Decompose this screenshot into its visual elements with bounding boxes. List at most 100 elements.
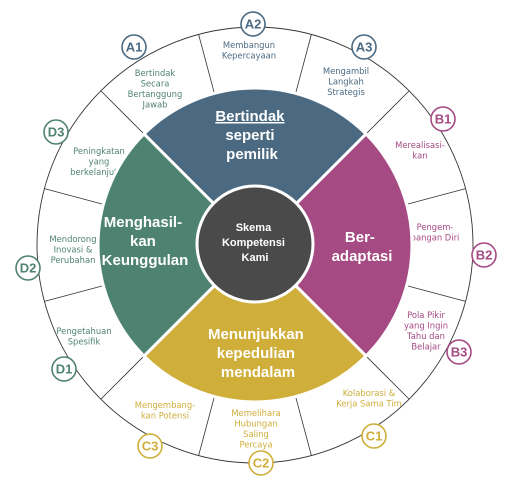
sub-competency-line: Spesifik — [68, 337, 101, 347]
center-circle — [195, 184, 315, 304]
quadrant-title-line: adaptasi — [332, 248, 393, 265]
badge-code: D3 — [48, 125, 65, 140]
quadrant-title-line: pemilik — [226, 146, 278, 163]
sub-competency-line: Kepercayaan — [222, 51, 276, 61]
badge-code: B1 — [435, 112, 452, 127]
quadrant-title-line: Ber- — [345, 229, 375, 246]
sub-competency-line: Jawab — [142, 100, 168, 110]
sub-competency-line: Mengambil — [323, 66, 369, 76]
center-title: Skema Kompetensi Kami — [222, 222, 288, 264]
quadrant-adapt — [252, 131, 414, 359]
ring-divider — [100, 352, 148, 400]
badge-b3: B3 — [446, 339, 472, 365]
ring-divider — [198, 392, 216, 456]
quadrant-title-line: seperti — [225, 127, 274, 144]
sub-competency-line: Belajar — [411, 342, 441, 352]
quadrant-show-deep-care — [141, 242, 369, 404]
badge-circle — [137, 433, 163, 459]
badge-circle — [361, 423, 387, 449]
sub-competency-b2: Pengem-bangan Diri — [411, 222, 460, 243]
ring-divider — [362, 352, 410, 400]
badge-b2: B2 — [471, 242, 497, 268]
badge-code: D1 — [56, 362, 73, 377]
sub-competency-line: Strategis — [327, 87, 365, 97]
badge-d1: D1 — [51, 356, 77, 382]
sub-competency-line: yang — [89, 157, 110, 167]
quadrant-deliver-excellence — [96, 131, 258, 359]
badge-d3: D3 — [43, 119, 69, 145]
badge-code: C2 — [253, 456, 270, 471]
center-title-line: Kami — [242, 252, 269, 264]
sub-competency-line: Membangun — [223, 40, 275, 50]
sub-competency-line: Inovasi & — [54, 245, 93, 255]
badge-circle — [121, 34, 147, 60]
ring-divider — [362, 90, 410, 138]
sub-competency-line: Pola Pikir — [407, 310, 445, 320]
ring-divider — [198, 34, 216, 98]
quadrant-title-line: Menghasil- — [104, 214, 182, 231]
badge-circle — [430, 106, 456, 132]
sub-competency-line: Pengem- — [417, 222, 454, 232]
badge-b1: B1 — [430, 106, 456, 132]
badge-code: D2 — [20, 261, 37, 276]
badge-circle — [43, 119, 69, 145]
sub-competency-line: Bertindak — [135, 68, 176, 78]
sub-competency-line: Kerja Sama Tim — [336, 399, 402, 409]
sub-competency-line: Perubahan — [51, 255, 96, 265]
sub-competency-line: Pengetahuan — [56, 326, 111, 336]
quadrant-title-act-like-owner: Bertindak seperti pemilik — [215, 108, 288, 163]
badge-code: A1 — [126, 40, 143, 55]
center-title-line: Kompetensi — [222, 237, 285, 249]
badge-circle — [471, 242, 497, 268]
sub-competency-b1: Merealisasi-kan — [395, 140, 445, 161]
ring-divider — [100, 90, 148, 138]
quadrant-title-line: Bertindak — [215, 108, 285, 125]
badge-circle — [15, 255, 41, 281]
ring-divider — [44, 188, 108, 206]
badge-a2: A2 — [240, 11, 266, 37]
quadrant-title-line: kan — [130, 233, 156, 250]
sub-competency-line: Saling — [243, 429, 269, 439]
ring-dividers — [44, 34, 466, 456]
ring-divider — [294, 34, 312, 98]
badge-d2: D2 — [15, 255, 41, 281]
sub-competency-line: Secara — [141, 79, 170, 89]
quadrant-title-line: Menunjukkan — [208, 326, 304, 343]
sub-competency-line: Hubungan — [234, 419, 277, 429]
badge-a3: A3 — [351, 34, 377, 60]
ring-divider — [294, 392, 312, 456]
badge-circle — [446, 339, 472, 365]
sub-competency-line: yang Ingin — [404, 321, 448, 331]
sub-competency-c1: Kolaborasi &Kerja Sama Tim — [336, 388, 402, 409]
badge-code: A3 — [356, 40, 373, 55]
ring-divider — [402, 188, 466, 206]
quadrant-title-adapt: Ber- adaptasi — [332, 229, 393, 265]
badge-c3: C3 — [137, 433, 163, 459]
sub-competency-c3: Mengembang-kan Potensi — [135, 400, 195, 421]
badge-circle — [248, 450, 274, 476]
sub-competency-line: kan — [412, 151, 427, 161]
sub-competency-line: Merealisasi- — [395, 140, 445, 150]
quadrant-title-deliver-excellence: Menghasil- kan Keunggulan — [102, 214, 189, 269]
badge-circle — [51, 356, 77, 382]
sub-competency-line: Bertanggung — [128, 89, 183, 99]
badge-code: C3 — [142, 439, 159, 454]
sub-competency-line: Mendorong — [49, 234, 96, 244]
sub-competency-line: Percaya — [240, 440, 273, 450]
center-hub: Skema Kompetensi Kami — [195, 184, 315, 304]
sub-competency-line: Kolaborasi & — [343, 388, 396, 398]
sub-competency-line: Langkah — [328, 77, 364, 87]
badge-circle — [240, 11, 266, 37]
badge-circle — [351, 34, 377, 60]
ring-divider — [44, 284, 108, 302]
sub-competency-line: berkelanjutan — [70, 167, 128, 177]
